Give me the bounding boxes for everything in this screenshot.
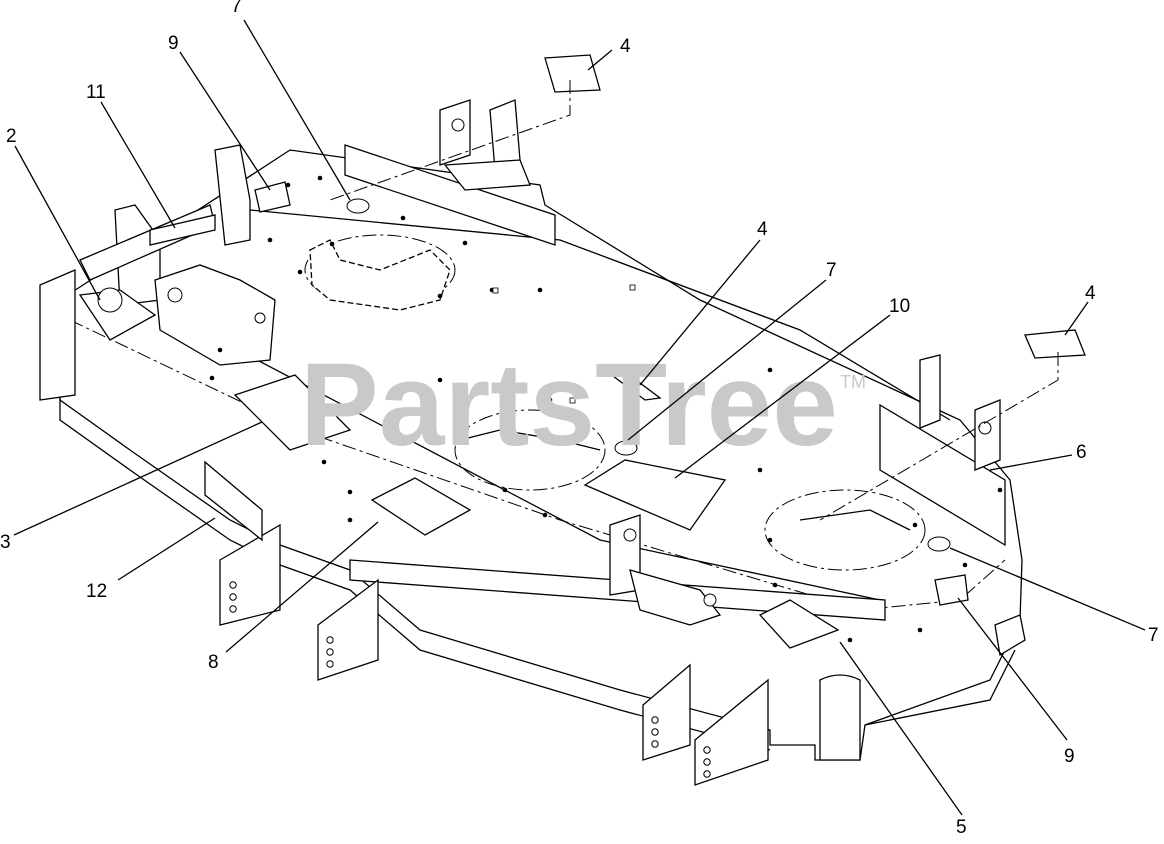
leader-lines	[13, 19, 1146, 816]
callout-5: 5	[956, 817, 967, 838]
decal-4-top	[544, 54, 601, 93]
callout-3: 3	[0, 532, 11, 553]
callout-6: 6	[1076, 442, 1087, 463]
decal-11	[149, 214, 216, 246]
callout-2: 2	[6, 126, 17, 147]
blade-openings	[304, 234, 926, 571]
callout-9-right: 9	[1064, 746, 1075, 767]
callout-4-center: 4	[757, 219, 768, 240]
assembly-lines	[329, 80, 1059, 521]
decal-4-right	[1024, 329, 1086, 359]
decal-3	[233, 374, 352, 451]
watermark-text: PartsTree	[300, 339, 838, 471]
decals	[149, 54, 1086, 649]
mount-brackets	[39, 99, 1001, 626]
decal-12	[204, 460, 263, 542]
decal-10	[583, 459, 727, 531]
callout-8: 8	[208, 652, 219, 673]
hanger-plates	[219, 523, 769, 786]
callout-9-left: 9	[168, 33, 179, 54]
watermark-trademark: TM	[840, 372, 866, 392]
decal-9-left	[254, 181, 291, 213]
decal-5	[758, 599, 840, 649]
callout-12: 12	[86, 581, 107, 602]
decal-9-right	[934, 574, 969, 606]
callout-11: 11	[86, 82, 106, 103]
callout-4-top: 4	[620, 36, 631, 57]
callout-4-right: 4	[1085, 283, 1096, 304]
plug-7c	[927, 536, 951, 552]
callout-7-right: 7	[1148, 625, 1159, 646]
plug-7b	[614, 440, 638, 456]
watermark: PartsTree TM	[300, 339, 866, 471]
decal-8	[370, 477, 472, 536]
decal-4-center	[603, 367, 662, 401]
plug-7a	[346, 198, 370, 214]
bolt-holes	[209, 175, 1003, 643]
callout-7-center: 7	[826, 260, 837, 281]
callout-7-top: 7	[231, 0, 242, 17]
callout-10: 10	[889, 296, 910, 317]
